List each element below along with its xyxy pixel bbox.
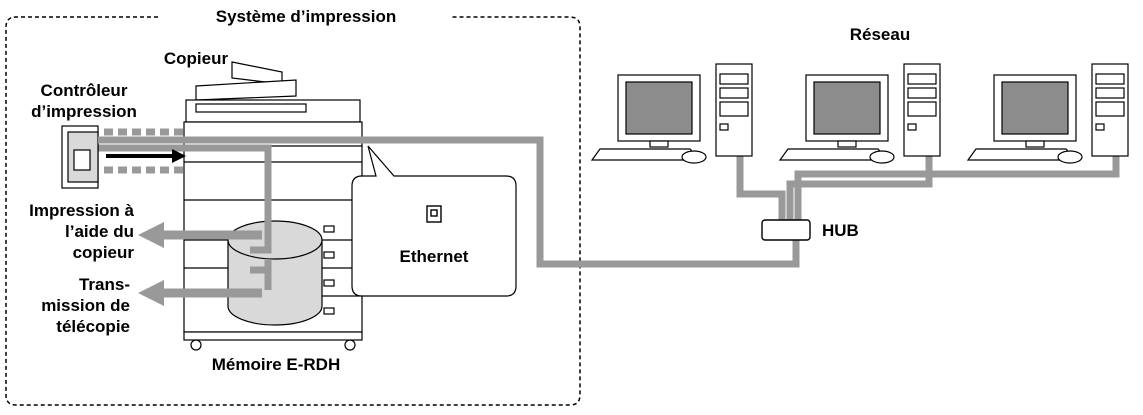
print-label-line2: l’aide du <box>65 222 134 241</box>
fax-label-line3: télécopie <box>56 317 130 336</box>
network-cable <box>98 136 1120 268</box>
controller-label: Contrôleur d’impression <box>14 80 154 122</box>
controller-label-line2: d’impression <box>31 102 137 121</box>
hub-label: HUB <box>822 221 859 240</box>
print-label-line1: Impression à <box>29 201 134 220</box>
network-pc-3 <box>966 63 1129 164</box>
print-label-line3: copieur <box>72 243 134 262</box>
print-output-arrow <box>138 222 262 248</box>
system-title: Système d’impression <box>168 6 444 27</box>
network-pc-2 <box>778 63 941 164</box>
network-label: Réseau <box>849 25 911 44</box>
hub-device <box>761 219 811 241</box>
fax-transmission-label: Trans- mission de télécopie <box>0 274 130 337</box>
fax-label-line2: mission de <box>41 296 130 315</box>
memory-label: Mémoire E-RDH <box>211 355 341 374</box>
print-with-copier-label: Impression à l’aide du copieur <box>0 200 134 263</box>
print-controller <box>61 125 99 189</box>
fax-output-arrow <box>138 280 262 306</box>
ethernet-label: Ethernet <box>399 247 469 266</box>
arrow-right-icon <box>106 149 186 163</box>
controller-label-line1: Contrôleur <box>40 81 128 100</box>
network-pc-1 <box>590 63 753 164</box>
ethernet-port-icon <box>426 205 442 223</box>
internal-cables <box>98 144 272 290</box>
fax-label-line1: Trans- <box>78 275 130 294</box>
copier-label: Copieur <box>163 49 229 68</box>
print-system-boundary <box>5 16 581 406</box>
